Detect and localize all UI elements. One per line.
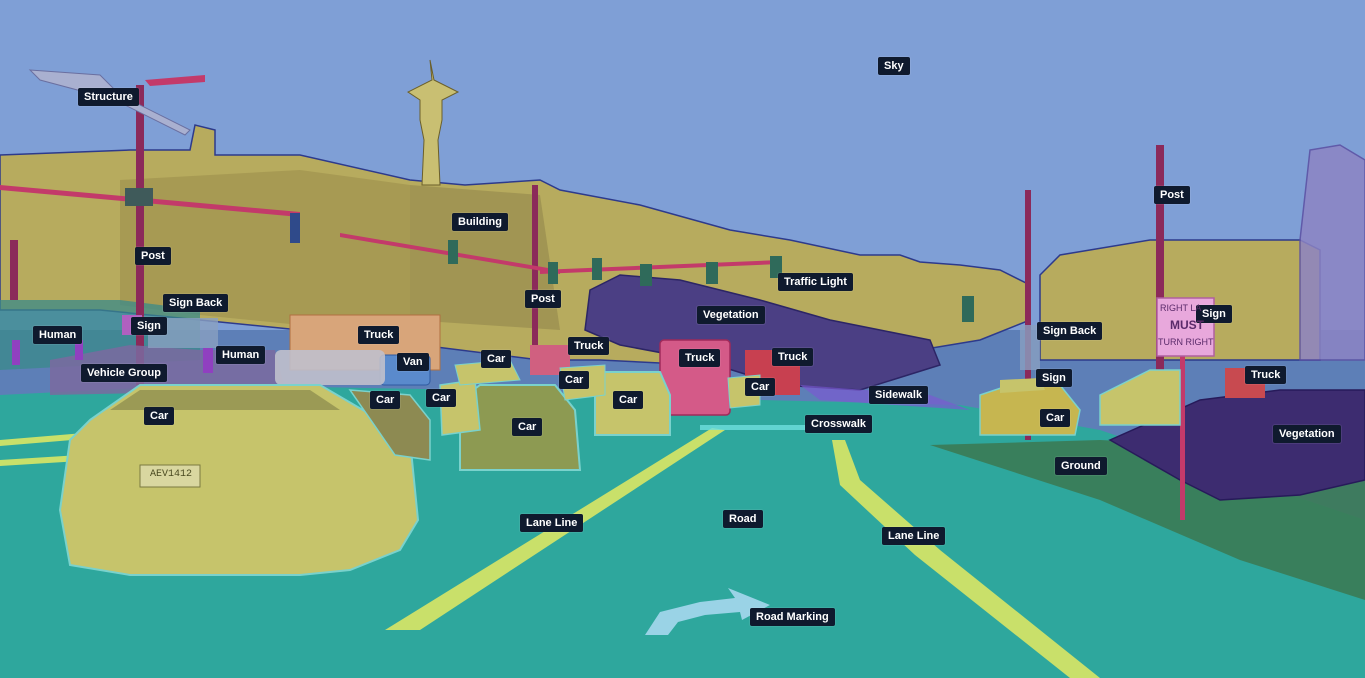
label-structure: Structure	[78, 88, 139, 106]
label-sky: Sky	[878, 57, 910, 75]
label-car-7: Car	[559, 371, 590, 389]
label-truck-left: Truck	[358, 326, 400, 344]
post-right	[1156, 145, 1164, 405]
label-vegetation-right: Vegetation	[1273, 425, 1341, 443]
car-main	[58, 384, 420, 576]
label-crosswalk: Crosswalk	[805, 415, 873, 433]
label-car-8: Car	[745, 378, 776, 396]
label-sidewalk: Sidewalk	[869, 386, 929, 404]
label-sign-back-right: Sign Back	[1037, 322, 1103, 340]
label-van: Van	[397, 353, 429, 371]
label-car-6: Car	[481, 350, 512, 368]
label-sign-back-left: Sign Back	[163, 294, 229, 312]
label-road: Road	[723, 510, 763, 528]
label-car-4: Car	[370, 391, 401, 409]
label-truck-far-right: Truck	[1245, 366, 1287, 384]
road-marking-arrow	[645, 588, 770, 635]
vegetation-region-mid	[584, 274, 941, 391]
label-car-5: Car	[426, 389, 457, 407]
label-vegetation-mid: Vegetation	[697, 306, 765, 324]
label-human-mid: Human	[216, 346, 266, 364]
sign-text-line-1: RIGHT LA	[1160, 303, 1202, 313]
sign-text-line-3: TURN RIGHT	[1158, 337, 1214, 347]
car-plate: AEV1412	[149, 469, 192, 480]
label-post-right: Post	[1154, 186, 1190, 204]
label-traffic-light: Traffic Light	[778, 273, 853, 291]
label-ground: Ground	[1055, 457, 1107, 475]
label-post-left: Post	[135, 247, 171, 265]
label-sign-left: Sign	[131, 317, 167, 335]
post-left	[136, 85, 144, 385]
label-road-marking: Road Marking	[750, 608, 835, 626]
label-car-main: Car	[144, 407, 175, 425]
label-human-left: Human	[33, 326, 83, 344]
label-truck-right-mid: Truck	[772, 348, 814, 366]
label-building: Building	[452, 213, 508, 231]
label-lane-line-left: Lane Line	[520, 514, 584, 532]
label-truck-mid: Truck	[568, 337, 610, 355]
label-car-2: Car	[512, 418, 543, 436]
label-lane-line-right: Lane Line	[882, 527, 946, 545]
label-car-3: Car	[613, 391, 644, 409]
structure-crane	[28, 69, 191, 136]
label-post-mid: Post	[525, 290, 561, 308]
label-vehicle-group: Vehicle Group	[81, 364, 167, 382]
label-car-9: Car	[1040, 409, 1071, 427]
sign-text-line-2: MUST	[1170, 318, 1204, 332]
label-sign-right-2: Sign	[1036, 369, 1072, 387]
space-needle	[407, 59, 460, 186]
label-sign-right-1: Sign	[1196, 305, 1232, 323]
label-truck-center: Truck	[679, 349, 721, 367]
